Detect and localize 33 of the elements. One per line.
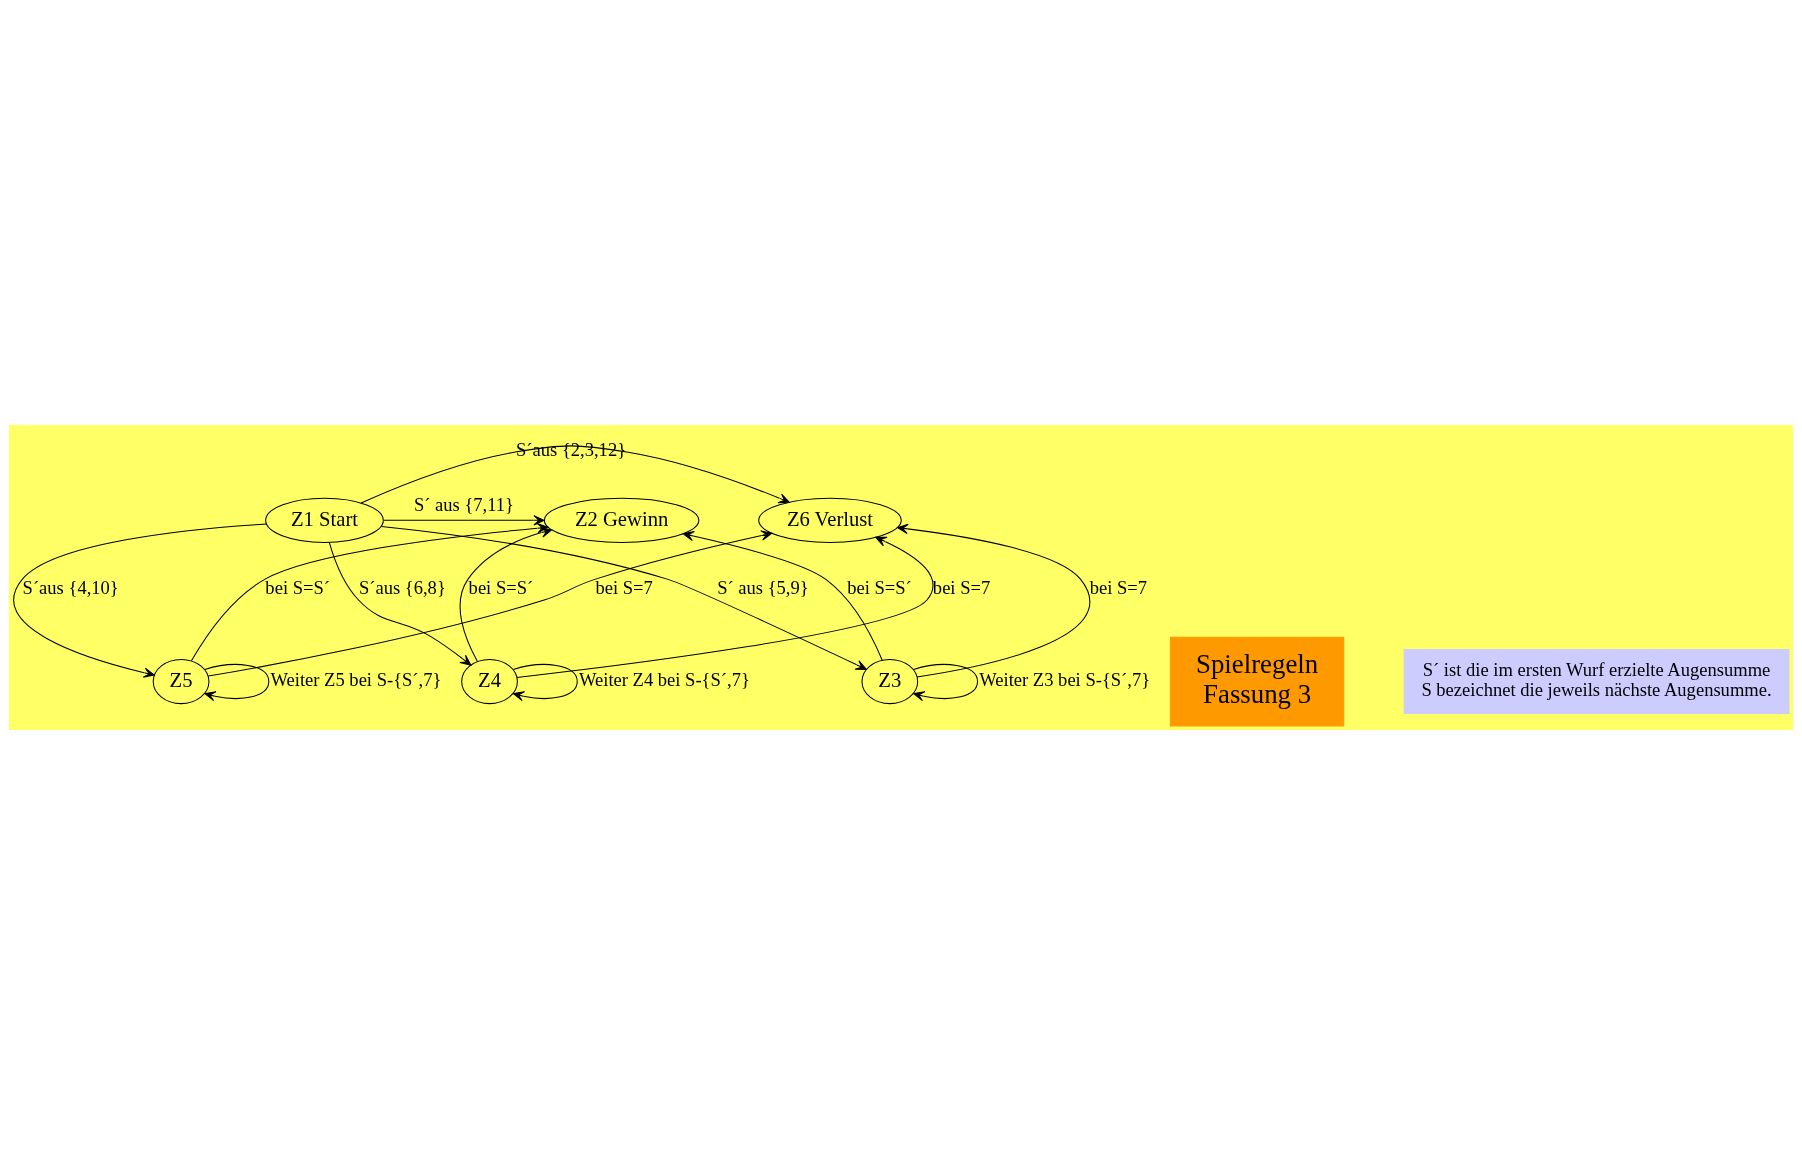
edge-label: S´aus {6,8}	[358, 577, 446, 599]
node-box: S´ ist die im ersten Wurf erzielte Augensumme S bezeichnet die jeweils nächste Augensumme.	[1403, 649, 1790, 714]
edge-label: S´ aus {7,11}	[413, 494, 514, 516]
arrow	[383, 515, 545, 526]
edge-label: S´ aus {5,9}	[717, 577, 809, 599]
edge-label: bei S=S´	[265, 577, 330, 599]
arrow	[896, 523, 1090, 678]
node-ellipse: Z4	[461, 658, 518, 705]
arrow	[913, 664, 979, 702]
arrow	[207, 530, 773, 677]
edge-label: bei S=S´	[847, 577, 912, 599]
arrow	[512, 664, 578, 702]
arrow	[516, 536, 934, 678]
edge-label: bei S=7	[595, 577, 653, 599]
arrow	[190, 523, 549, 662]
edge-label: bei S=7	[1089, 577, 1148, 599]
arrow	[328, 541, 472, 666]
arrow	[682, 531, 883, 661]
node-ellipse: Z1 Start	[265, 497, 384, 543]
edge-label: Weiter Z3 bei S-{S´,7}	[979, 669, 1151, 691]
edge-label: bei S=7	[932, 577, 991, 599]
node-box: Spielregeln Fassung 3	[1169, 636, 1345, 727]
arrow	[13, 523, 267, 678]
arrow	[459, 527, 553, 663]
edge-label: Weiter Z5 bei S-{S´,7}	[270, 669, 442, 691]
edge-label: S´aus {4,10}	[22, 577, 119, 599]
arrow	[360, 445, 790, 504]
node-ellipse: Z3	[861, 658, 919, 705]
arrow	[380, 525, 867, 670]
edge-label: bei S=S´	[468, 577, 534, 599]
arrow	[204, 664, 270, 702]
edge-label: Weiter Z4 bei S-{S´,7}	[578, 669, 750, 691]
node-ellipse: Z5	[152, 658, 210, 705]
